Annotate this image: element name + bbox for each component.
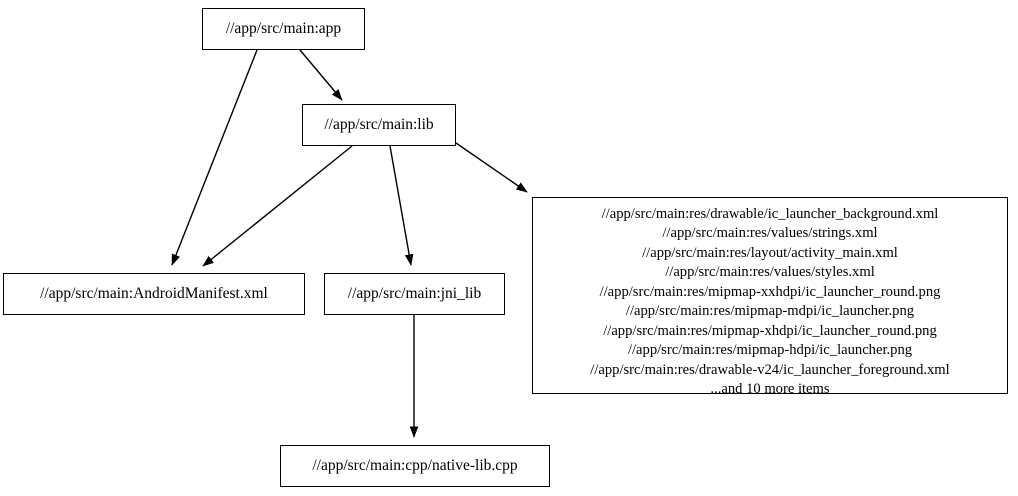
node-android-manifest-label: //app/src/main:AndroidManifest.xml	[40, 285, 268, 303]
node-resources-line-7: //app/src/main:res/mipmap-xhdpi/ic_launc…	[603, 322, 937, 339]
node-resources[interactable]: //app/src/main:res/drawable/ic_launcher_…	[532, 197, 1008, 397]
node-native-lib[interactable]: //app/src/main:cpp/native-lib.cpp	[280, 445, 550, 487]
node-resources-line-1: //app/src/main:res/drawable/ic_launcher_…	[601, 206, 939, 222]
node-resources-line-3: //app/src/main:res/layout/activity_main.…	[642, 244, 898, 261]
node-resources-line-4: //app/src/main:res/values/styles.xml	[665, 264, 875, 281]
node-resources-line-2: //app/src/main:res/values/strings.xml	[662, 225, 878, 242]
node-jni-lib-label: //app/src/main:jni_lib	[347, 285, 482, 303]
node-jni-lib[interactable]: //app/src/main:jni_lib	[324, 273, 505, 315]
node-native-lib-label: //app/src/main:cpp/native-lib.cpp	[312, 457, 518, 475]
node-resources-line-9: //app/src/main:res/drawable-v24/ic_launc…	[590, 361, 950, 378]
edge-lib-to-resources	[455, 142, 528, 193]
node-lib[interactable]: //app/src/main:lib	[302, 104, 456, 146]
node-app-label: //app/src/main:app	[225, 20, 342, 38]
node-resources-line-5: //app/src/main:res/mipmap-xxhdpi/ic_laun…	[599, 283, 941, 300]
node-resources-line-6: //app/src/main:res/mipmap-mdpi/ic_launch…	[625, 303, 915, 320]
edge-app-to-lib	[299, 49, 343, 101]
edge-lib-to-android-manifest	[202, 145, 353, 267]
node-lib-label: //app/src/main:lib	[324, 116, 434, 134]
node-resources-more-items: ...and 10 more items	[710, 381, 830, 398]
edge-app-to-android-manifest	[171, 49, 258, 266]
node-android-manifest[interactable]: //app/src/main:AndroidManifest.xml	[3, 273, 305, 315]
edge-lib-to-jni-lib	[389, 145, 414, 266]
node-resources-line-8: //app/src/main:res/mipmap-hdpi/ic_launch…	[627, 342, 913, 359]
node-app[interactable]: //app/src/main:app	[202, 8, 365, 50]
